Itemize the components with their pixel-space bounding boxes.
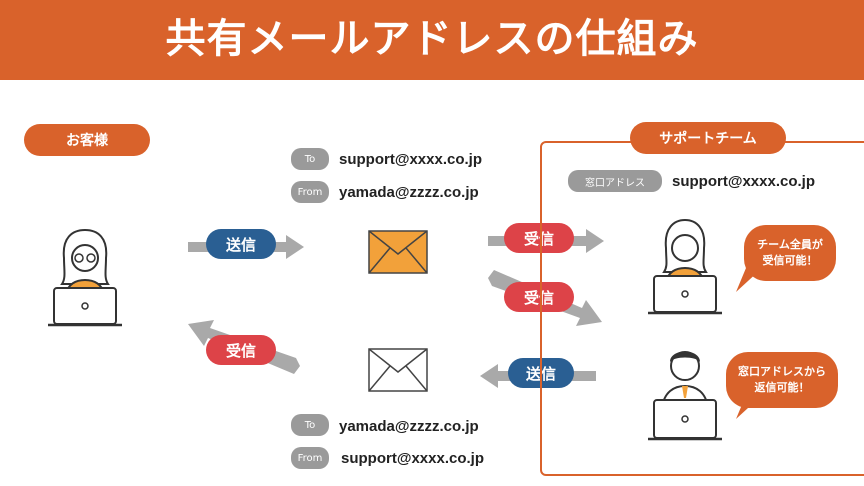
window-address-email: support@xxxx.co.jp xyxy=(672,173,815,190)
from-tag: From xyxy=(291,181,329,203)
team-receive-label-1: 受信 xyxy=(504,223,574,253)
team-receive-label-2: 受信 xyxy=(504,282,574,312)
bubble-reply-line2: 返信可能！ xyxy=(754,381,810,394)
envelope-icon xyxy=(368,230,428,274)
to-email: support@xxxx.co.jp xyxy=(339,151,482,168)
to-tag: To xyxy=(291,148,329,170)
return-to-email: yamada@zzzz.co.jp xyxy=(339,418,479,435)
customer-label: お客様 xyxy=(24,124,150,156)
return-from-tag: From xyxy=(291,447,329,469)
bubble-all-members-line1: チーム全員が xyxy=(757,238,823,251)
return-from-email: support@xxxx.co.jp xyxy=(341,450,484,467)
team-member-female-icon xyxy=(648,218,722,315)
speech-bubble-reply: 窓口アドレスから 返信可能！ xyxy=(726,352,838,408)
window-address-tag: 窓口アドレス xyxy=(568,170,662,192)
header-bar: 共有メールアドレスの仕組み xyxy=(0,0,864,80)
bubble-all-members-line2: 受信可能！ xyxy=(762,254,818,267)
customer-receive-label: 受信 xyxy=(206,335,276,365)
support-team-label: サポートチーム xyxy=(630,122,786,154)
customer-person-icon xyxy=(48,228,122,327)
bubble-reply-line1: 窓口アドレスから xyxy=(738,365,826,378)
customer-send-label: 送信 xyxy=(206,229,276,259)
page-title: 共有メールアドレスの仕組み xyxy=(165,16,699,62)
speech-bubble-all-members: チーム全員が 受信可能！ xyxy=(744,225,836,281)
from-email: yamada@zzzz.co.jp xyxy=(339,184,479,201)
team-member-male-icon xyxy=(648,351,722,441)
return-to-tag: To xyxy=(291,414,329,436)
return-envelope-icon xyxy=(368,348,428,392)
